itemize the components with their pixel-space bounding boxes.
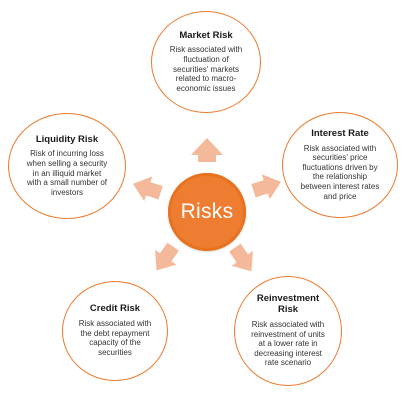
- node-reinvestment-risk: Reinvestment Risk Risk associated with r…: [234, 276, 342, 386]
- arrow-to-liquidity-risk: [132, 176, 163, 202]
- node-title: Credit Risk: [89, 303, 141, 315]
- node-liquidity-risk: Liquidity Risk Risk of incurring loss wh…: [8, 113, 126, 219]
- arrow-to-reinvestment-risk: [229, 243, 253, 272]
- arrow-to-credit-risk: [155, 242, 179, 271]
- center-node: Risks: [168, 173, 246, 251]
- center-label: Risks: [180, 200, 234, 223]
- node-description: Risk associated with the debt repayment …: [78, 319, 152, 358]
- node-description: Risk associated with fluctuation of secu…: [169, 45, 243, 93]
- arrow-to-interest-rate: [251, 174, 282, 200]
- node-title: Interest Rate: [311, 127, 369, 139]
- node-title: Reinvestment Risk: [256, 293, 320, 316]
- node-title: Liquidity Risk: [35, 133, 99, 145]
- node-description: Risk associated with securities' price f…: [300, 143, 380, 201]
- node-market-risk: Market Risk Risk associated with fluctua…: [151, 11, 261, 113]
- node-credit-risk: Credit Risk Risk associated with the deb…: [62, 281, 168, 381]
- arrow-to-market-risk: [191, 138, 223, 162]
- node-description: Risk associated with reinvestment of uni…: [251, 319, 325, 368]
- node-interest-rate: Interest Rate Risk associated with secur…: [282, 112, 398, 218]
- node-title: Market Risk: [179, 29, 233, 41]
- node-description: Risk of incurring loss when selling a se…: [26, 149, 108, 197]
